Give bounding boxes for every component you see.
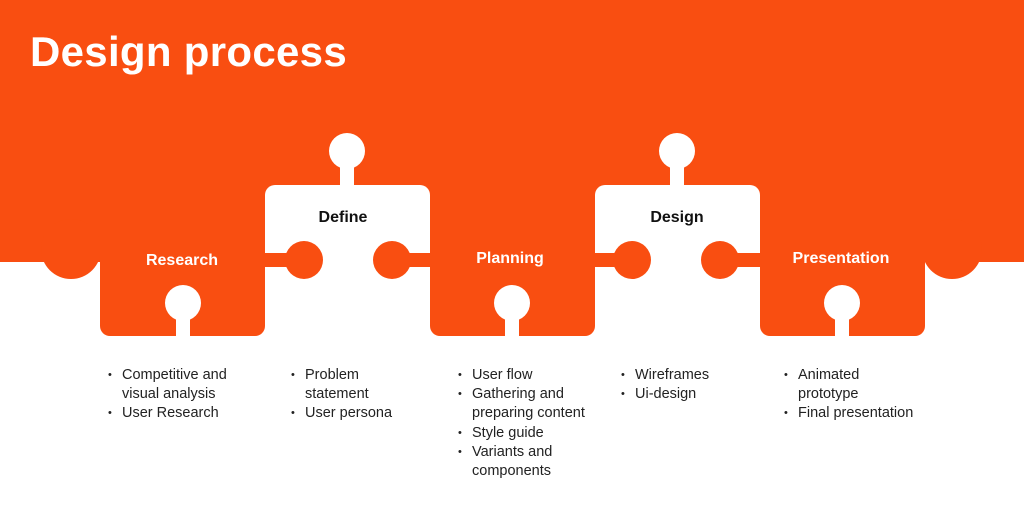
planning-notch	[494, 285, 530, 321]
presentation-notch	[824, 285, 860, 321]
define-top-knob	[329, 133, 365, 169]
knob-neck	[731, 253, 763, 267]
presentation-piece-top	[760, 230, 925, 250]
research-list: Competitive and visual analysis User Res…	[108, 366, 262, 424]
planning-right-knob	[613, 241, 651, 279]
step-label-research: Research	[145, 252, 219, 269]
planning-list: User flow Gathering and preparing conten…	[458, 366, 612, 481]
list-item: Wireframes	[621, 366, 755, 385]
research-piece-top	[100, 230, 265, 250]
list-item: Ui-design	[621, 385, 755, 404]
page-title: Design process	[30, 28, 347, 75]
design-knob-neck	[670, 160, 684, 190]
research-right-knob	[285, 241, 323, 279]
list-item: Variants and components	[458, 443, 612, 481]
list-item: User Research	[108, 404, 262, 423]
notch-neck	[505, 310, 519, 340]
research-piece	[100, 230, 265, 336]
knob-neck	[262, 253, 292, 267]
knob-neck	[592, 253, 622, 267]
planning-left-knob	[373, 241, 411, 279]
list-item: Problem statement	[291, 366, 385, 404]
design-top-knob	[659, 133, 695, 169]
notch-neck	[176, 310, 190, 340]
list-item: Animated prototype	[784, 366, 878, 404]
step-label-design: Design	[650, 209, 704, 226]
list-item: Competitive and visual analysis	[108, 366, 262, 404]
planning-piece-top	[430, 230, 595, 250]
step-label-presentation: Presentation	[792, 250, 890, 267]
list-item: Gathering and preparing content	[458, 385, 612, 423]
list-item: User persona	[291, 404, 425, 423]
notch-neck	[835, 310, 849, 340]
right-tab	[922, 219, 982, 279]
presentation-list: Animated prototype Final presentation	[784, 366, 948, 424]
research-notch	[165, 285, 201, 321]
left-tab	[41, 219, 101, 279]
presentation-piece	[760, 230, 925, 336]
step-label-define: Define	[318, 209, 368, 226]
define-list: Problem statement User persona	[291, 366, 425, 424]
list-item: Style guide	[458, 424, 612, 443]
list-item: User flow	[458, 366, 612, 385]
knob-neck	[403, 253, 433, 267]
list-item: Final presentation	[784, 404, 948, 423]
orange-band	[0, 0, 1024, 262]
presentation-left-knob	[701, 241, 739, 279]
planning-piece	[430, 230, 595, 336]
design-list: Wireframes Ui-design	[621, 366, 755, 405]
define-knob-neck	[340, 160, 354, 190]
step-label-planning: Planning	[476, 250, 544, 267]
